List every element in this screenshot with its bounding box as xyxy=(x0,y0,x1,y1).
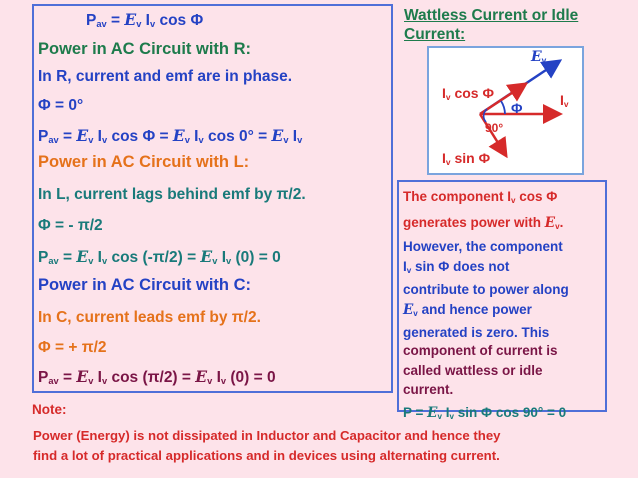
component-sin-text: However, the component Iv sin Φ does not… xyxy=(403,239,569,340)
note-text: Power (Energy) is not dissipated in Indu… xyxy=(33,428,501,463)
ivsin-label: Iv sin Φ xyxy=(442,150,491,167)
iv-label: Iv xyxy=(560,92,569,109)
wattless-power-formula: P = Ev Iv sin Φ cos 90° = 0 xyxy=(403,405,567,421)
c-line-lead: In C, current leads emf by π/2. xyxy=(38,309,261,326)
phi-label: Φ xyxy=(511,100,523,116)
wattless-definition-text: component of current is called wattless … xyxy=(403,343,558,397)
left-content-box xyxy=(32,4,393,393)
l-section-title: Power in AC Circuit with L: xyxy=(38,153,250,171)
pav-formula: Pav = Ev Iv cos Φ xyxy=(86,10,204,29)
l-line-power: Pav = Ev Iv cos (-π/2) = Ev Iv (0) = 0 xyxy=(38,247,281,266)
r-line-phi: Φ = 0° xyxy=(38,97,84,114)
ivcos-label: Iv cos Φ xyxy=(442,85,494,102)
ev-label: Ev xyxy=(531,49,547,65)
c-section-title: Power in AC Circuit with C: xyxy=(38,276,251,294)
phasor-diagram xyxy=(478,59,563,159)
explanation-box xyxy=(397,180,607,412)
phi-arc xyxy=(500,100,506,115)
r-section-title: Power in AC Circuit with R: xyxy=(38,40,251,58)
component-cos-text: The component Iv cos Φ generates power w… xyxy=(403,189,564,231)
r-line-power: Pav = Ev Iv cos Φ = Ev Iv cos 0° = Ev Iv xyxy=(38,126,303,145)
note-label: Note: xyxy=(32,402,67,417)
c-line-power: Pav = Ev Iv cos (π/2) = Ev Iv (0) = 0 xyxy=(38,367,276,386)
r-line-phase: In R, current and emf are in phase. xyxy=(38,68,293,85)
angle-label: 90° xyxy=(485,121,504,135)
c-line-phi: Φ = + π/2 xyxy=(38,339,107,356)
l-line-phi: Φ = - π/2 xyxy=(38,217,103,234)
l-line-lag: In L, current lags behind emf by π/2. xyxy=(38,186,306,203)
right-angle-arc xyxy=(482,108,488,123)
ivcos-arrow xyxy=(479,82,529,116)
